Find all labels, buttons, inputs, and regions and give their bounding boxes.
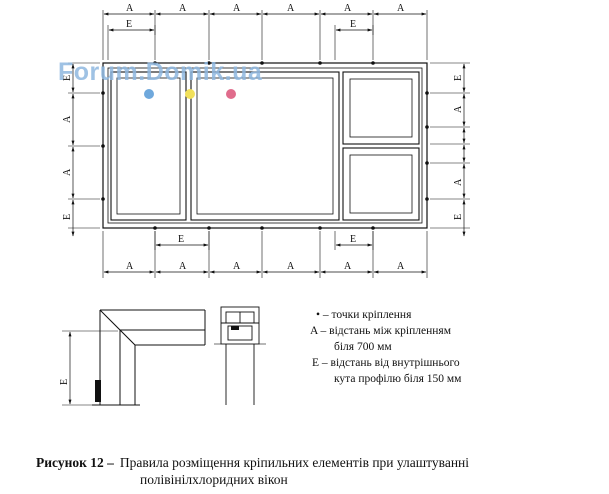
dim-label-a: A — [233, 3, 241, 14]
fastening-point — [101, 91, 105, 95]
extension-lines — [68, 10, 470, 278]
fastening-points — [101, 61, 429, 230]
sash-right-bottom — [342, 147, 420, 221]
dim-label-a: A — [179, 3, 187, 14]
fastening-point — [425, 197, 429, 201]
watermark: Forum.Domik.ua — [58, 58, 263, 99]
dim-label-a: A — [126, 261, 134, 272]
fastening-point — [207, 226, 211, 230]
dim-label-e: E — [62, 75, 73, 81]
dim-label-e: E — [59, 379, 70, 385]
dim-label-a: A — [179, 261, 187, 272]
dim-label-a: A — [397, 3, 405, 14]
fastening-point — [371, 61, 375, 65]
corner-detail-drawing — [62, 309, 206, 406]
dim-label-a: A — [397, 261, 405, 272]
dim-label-e: E — [453, 75, 464, 81]
dim-label-e: E — [62, 214, 73, 220]
caption-label: Рисунок 12 – — [36, 455, 114, 470]
fastening-point — [318, 61, 322, 65]
sash-left — [110, 71, 187, 221]
fastening-point — [318, 226, 322, 230]
dim-label-e: E — [350, 19, 356, 30]
dim-label-a: A — [453, 105, 464, 113]
legend-fastening-points: • – точки кріплення — [316, 309, 412, 321]
legend-a-value: біля 700 мм — [334, 341, 392, 353]
dim-label-a: A — [62, 115, 73, 123]
fastening-point — [260, 226, 264, 230]
fastening-point — [425, 91, 429, 95]
fastening-point — [425, 125, 429, 129]
caption-line-1: Рисунок 12 – Правила розміщення кріпильни… — [36, 454, 596, 471]
fastener-anchor — [95, 380, 101, 402]
figure-caption: Рисунок 12 – Правила розміщення кріпильни… — [36, 454, 596, 488]
watermark-text: Forum.Domik.ua — [58, 58, 263, 86]
sash-middle — [190, 71, 340, 221]
dim-label-a: A — [287, 261, 295, 272]
fastening-point — [425, 161, 429, 165]
dim-label-a: A — [287, 3, 295, 14]
sash-right-top — [342, 71, 420, 145]
legend-e-definition: E – відстань від внутрішнього — [312, 357, 460, 369]
fastening-point — [153, 61, 157, 65]
fastening-point — [207, 61, 211, 65]
dim-label-e: E — [178, 234, 184, 245]
watermark-dot — [185, 89, 195, 99]
watermark-dot — [144, 89, 154, 99]
dim-label-a: A — [62, 168, 73, 176]
fastening-point — [153, 226, 157, 230]
dim-label-a: A — [344, 261, 352, 272]
dimension-labels: A A A A A A E E E E A A A A A A E A A E … — [62, 3, 464, 272]
dim-label-a: A — [453, 178, 464, 186]
dim-label-a: A — [126, 3, 134, 14]
fastening-point — [371, 226, 375, 230]
dim-label-e: E — [350, 234, 356, 245]
window-frame — [102, 62, 428, 229]
fastening-point — [101, 197, 105, 201]
fastening-point — [260, 61, 264, 65]
watermark-dot — [226, 89, 236, 99]
legend-e-value: кута профілю біля 150 мм — [334, 373, 462, 385]
profile-section-drawing — [214, 306, 266, 405]
caption-line-2: полівінілхлоридних вікон — [140, 472, 288, 487]
dimension-lines — [71, 12, 466, 274]
profile-clip — [231, 326, 239, 330]
caption-text: Правила розміщення кріпильних елементів … — [119, 455, 470, 470]
dim-label-e: E — [453, 214, 464, 220]
dim-label-e: E — [126, 19, 132, 30]
fastening-point — [101, 144, 105, 148]
legend-a-definition: A – відстань між кріпленням — [310, 325, 451, 337]
dim-label-a: A — [344, 3, 352, 14]
dim-label-a: A — [233, 261, 241, 272]
